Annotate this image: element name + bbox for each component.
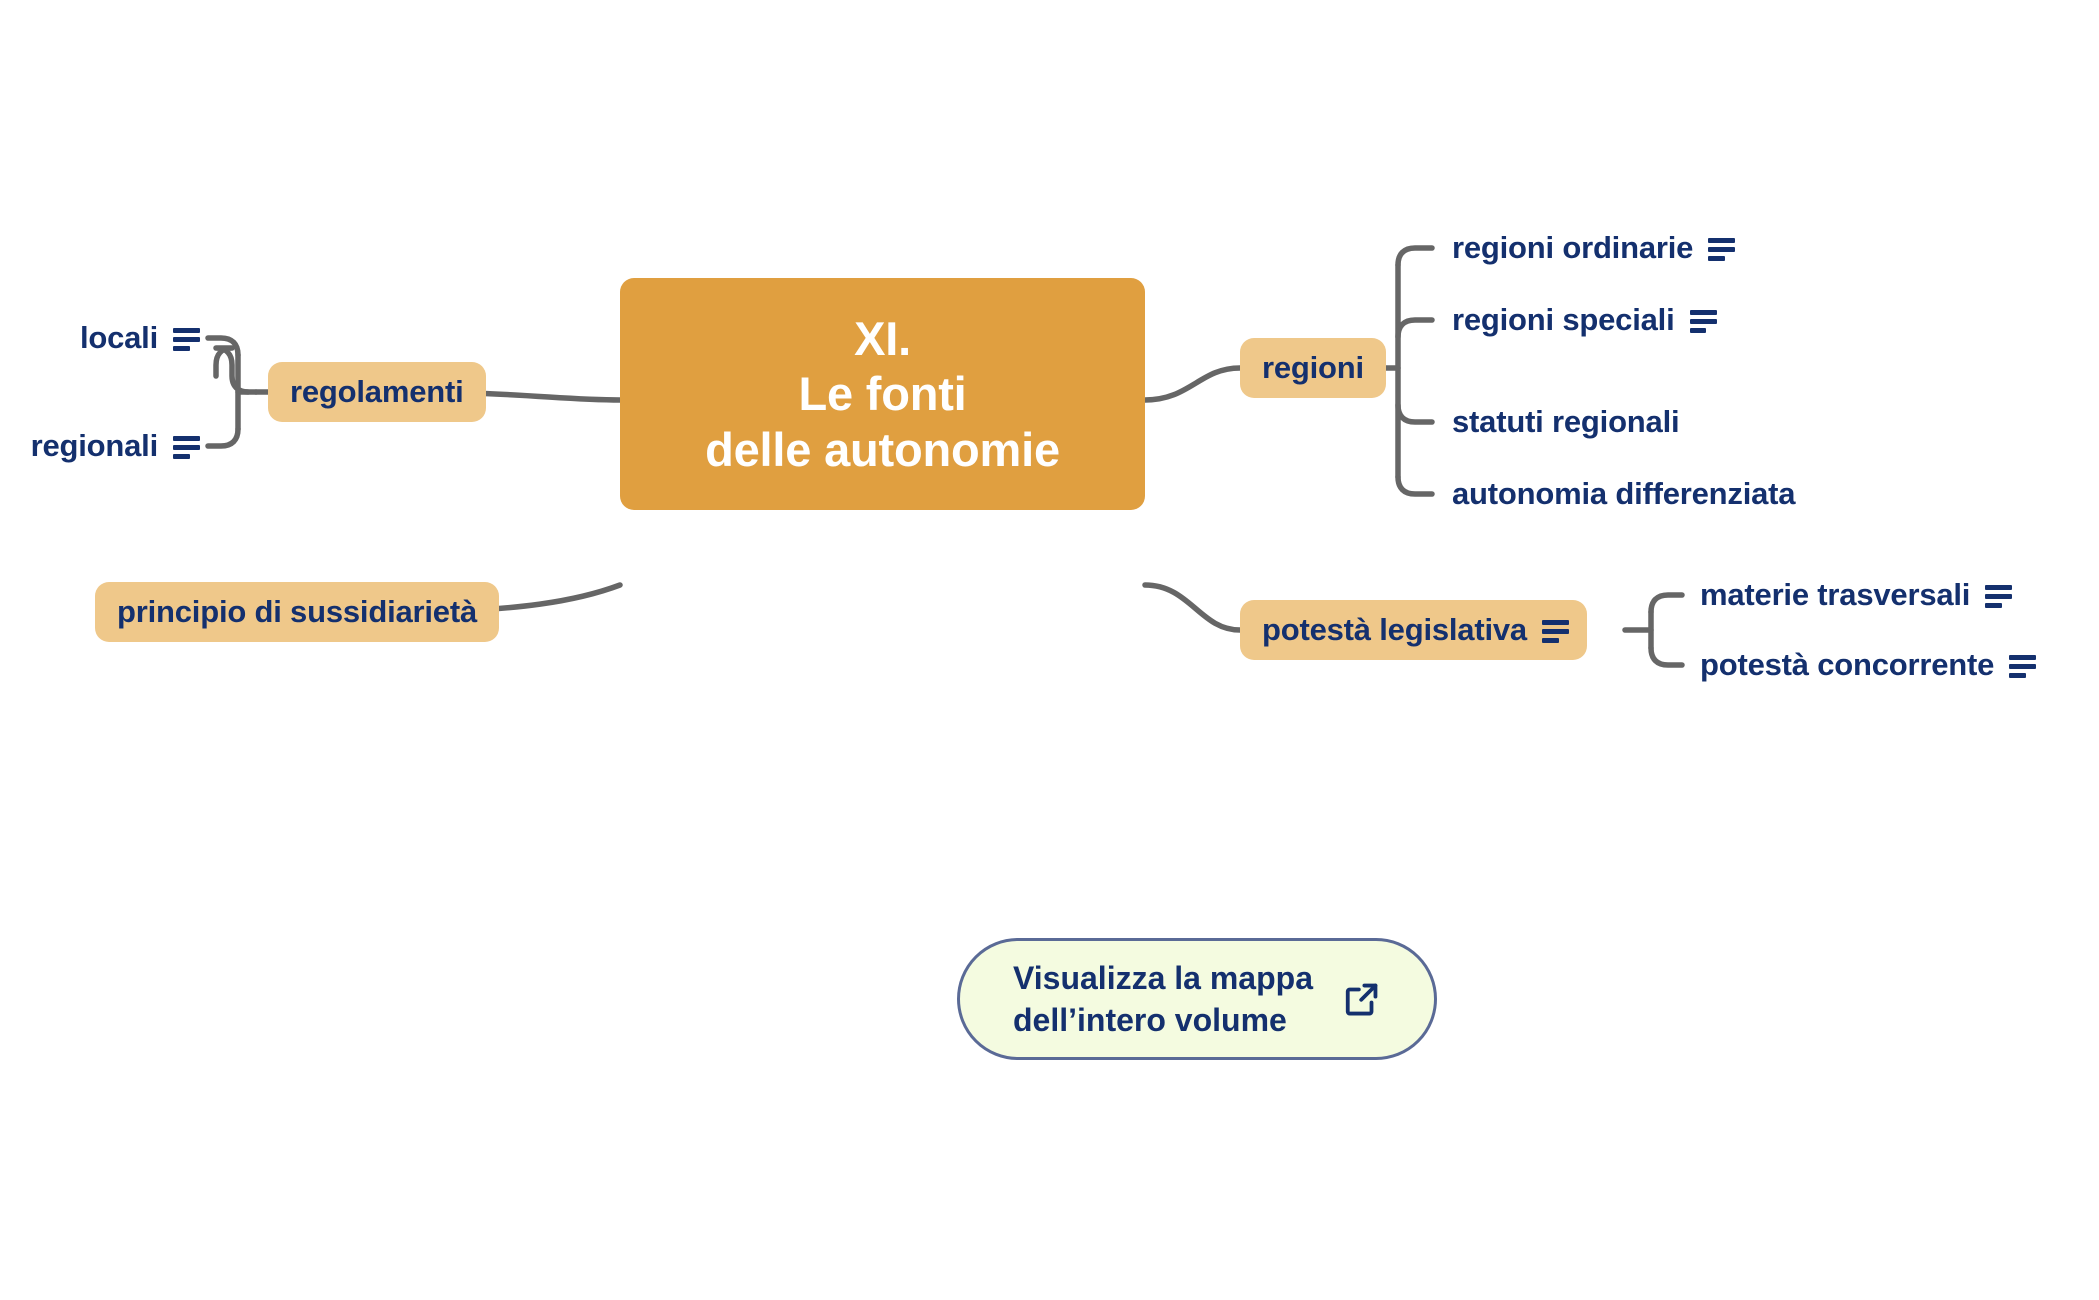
root-node[interactable]: XI. Le fonti delle autonomie [620, 278, 1145, 510]
leaf-node-autonomia-differenziata[interactable]: autonomia differenziata [1452, 470, 1796, 518]
leaf-node-regionali[interactable]: regionali [0, 422, 208, 470]
leaf-label-locali: locali [79, 320, 158, 355]
branch-node-principio-di-sussidiarieta[interactable]: principio di sussidiarietà [95, 582, 500, 642]
leaf-node-regioni-ordinarie[interactable]: regioni ordinarie [1452, 224, 1736, 272]
leaf-label-regioni-speciali: regioni speciali [1452, 302, 1675, 337]
leaf-label-statuti-regionali: statuti regionali [1452, 404, 1680, 439]
branch-node-regioni[interactable]: regioni [1240, 338, 1386, 398]
branch-node-regolamenti[interactable]: regolamenti [268, 362, 486, 422]
note-icon[interactable] [173, 327, 200, 351]
branch-node-potesta-legislativa[interactable]: potestà legislativa [1240, 600, 1587, 660]
note-icon[interactable] [1541, 619, 1569, 643]
branch-label-regioni: regioni [1262, 350, 1364, 385]
view-full-map-button[interactable]: Visualizza la mappa dell’intero volume [957, 938, 1437, 1060]
branch-label-potesta-legislativa: potestà legislativa [1262, 612, 1527, 647]
external-link-icon [1345, 983, 1378, 1016]
branch-label-principio-di-sussidiarieta: principio di sussidiarietà [117, 594, 478, 629]
note-icon[interactable] [1689, 309, 1717, 333]
leaf-label-regioni-ordinarie: regioni ordinarie [1452, 230, 1694, 265]
note-icon[interactable] [2009, 654, 2037, 678]
root-node-label: XI. Le fonti delle autonomie [705, 311, 1060, 476]
note-icon[interactable] [1708, 237, 1736, 261]
leaf-node-locali[interactable]: locali [0, 314, 208, 362]
branch-label-regolamenti: regolamenti [290, 374, 464, 409]
leaf-node-statuti-regionali[interactable]: statuti regionali [1452, 398, 1680, 446]
leaf-node-regioni-speciali[interactable]: regioni speciali [1452, 296, 1717, 344]
leaf-node-potesta-concorrente[interactable]: potestà concorrente [1700, 641, 2037, 689]
leaf-label-materie-trasversali: materie trasversali [1700, 577, 1971, 612]
note-icon[interactable] [1985, 584, 2013, 608]
view-full-map-button-label: Visualizza la mappa dell’intero volume [1013, 959, 1313, 1038]
leaf-label-autonomia-differenziata: autonomia differenziata [1452, 476, 1796, 511]
leaf-node-materie-trasversali[interactable]: materie trasversali [1700, 571, 2013, 619]
leaf-label-potesta-concorrente: potestà concorrente [1700, 647, 1995, 682]
note-icon[interactable] [173, 435, 200, 459]
leaf-label-regionali: regionali [30, 428, 159, 463]
